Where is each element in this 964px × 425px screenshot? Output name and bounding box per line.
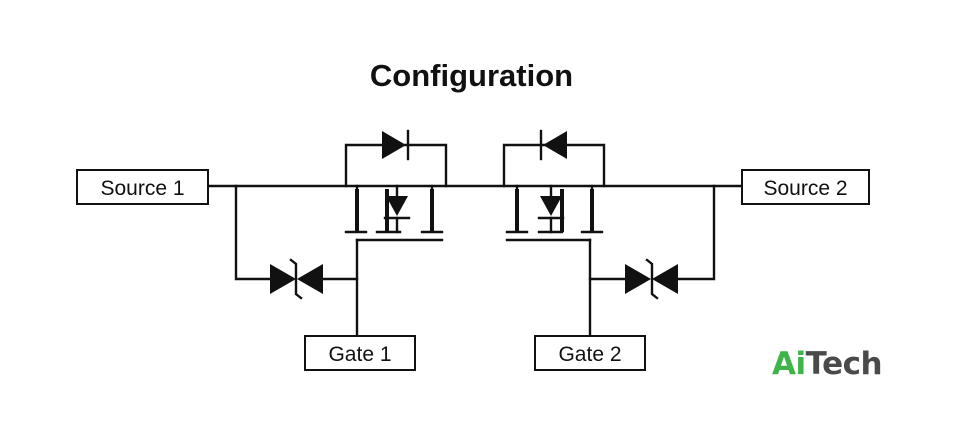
gate-2-network [588,184,716,338]
logo-part-tech: Tech [805,346,883,382]
parallel-diode-2-icon [539,129,567,161]
gate-1-terminal: Gate 1 [304,335,416,371]
gate-2-terminal: Gate 2 [534,335,646,371]
source-2-terminal: Source 2 [741,169,870,205]
diagram-title: Configuration [369,58,574,93]
parallel-diode-1-icon [382,129,410,161]
gate-1-network [234,184,359,338]
logo-part-ai: Ai [772,346,806,382]
parallel-diode-1 [344,129,448,188]
zener-diode-2-icon [625,258,678,300]
mosfet-1 [344,184,444,242]
gate-1-label: Gate 1 [328,343,391,366]
parallel-diode-2 [502,129,606,188]
source-1-label: Source 1 [100,177,184,200]
zener-diode-1-icon [270,258,323,300]
mosfet-2 [505,184,604,242]
source-2-label: Source 2 [763,177,847,200]
body-diode-2-icon [537,196,565,220]
source-1-terminal: Source 1 [76,169,209,205]
aitech-logo: AiTech [772,346,883,382]
gate-2-label: Gate 2 [558,343,621,366]
